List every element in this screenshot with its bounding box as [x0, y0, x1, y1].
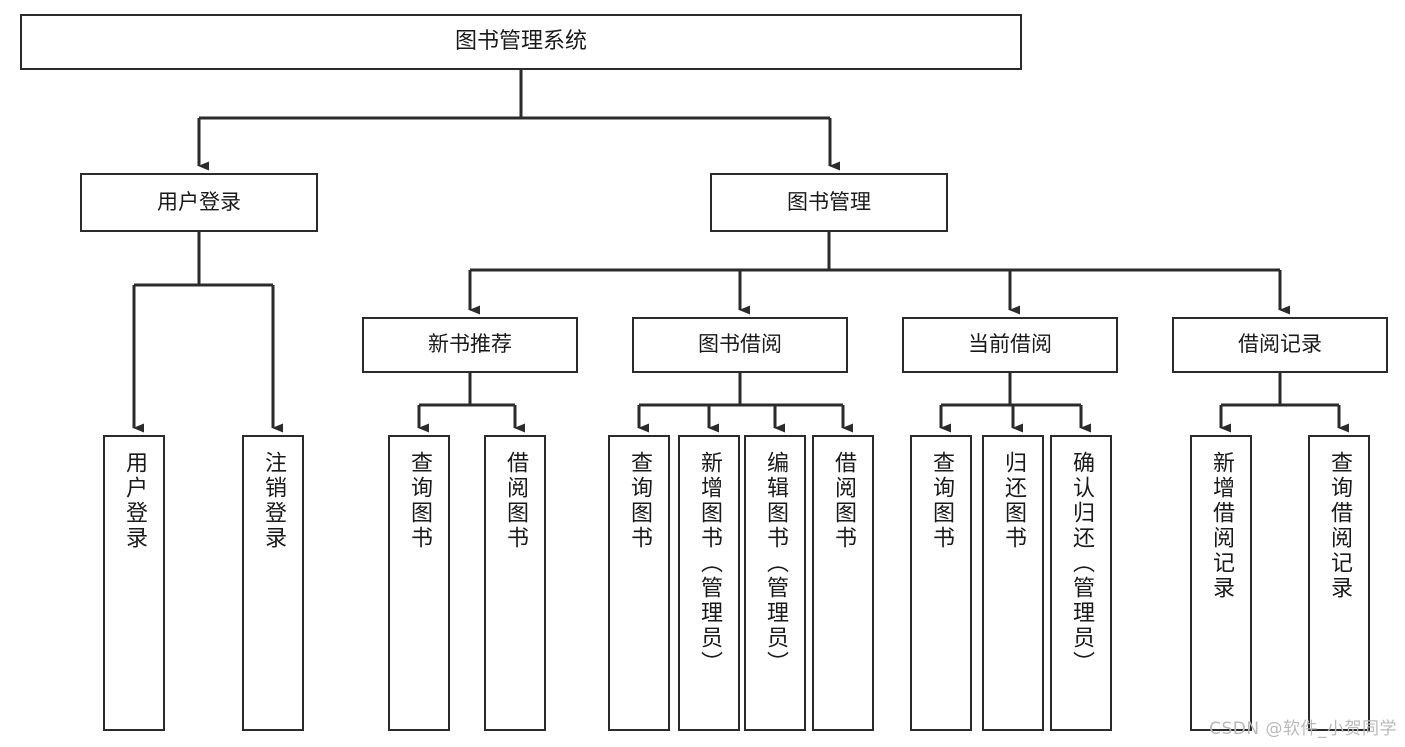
leaf-borrow-book[interactable]: 借阅图书 — [812, 435, 874, 731]
leaf-add-borrow-record[interactable]: 新增借阅记录 — [1190, 435, 1252, 731]
leaf-query-book-current[interactable]: 查询图书 — [910, 435, 972, 731]
node-label: 借阅图书 — [831, 451, 856, 551]
node-label: 新增图书（管理员） — [697, 451, 722, 676]
node-label: 借阅图书 — [503, 451, 528, 551]
node-label: 用户登录 — [122, 451, 147, 551]
leaf-query-book-borrow[interactable]: 查询图书 — [608, 435, 670, 731]
leaf-logout[interactable]: 注销登录 — [242, 435, 304, 731]
csdn-watermark: CSDN @软件_小贺同学 — [1209, 719, 1397, 739]
node-label: 查询图书 — [627, 451, 652, 551]
node-user-login[interactable]: 用户登录 — [80, 173, 318, 232]
node-label: 借阅记录 — [1238, 332, 1322, 357]
node-label: 图书管理系统 — [454, 28, 587, 54]
node-book-management[interactable]: 图书管理 — [710, 173, 948, 232]
node-label: 新书推荐 — [428, 332, 512, 357]
leaf-edit-book-admin[interactable]: 编辑图书（管理员） — [744, 435, 806, 731]
node-label: 查询图书 — [407, 451, 432, 551]
leaf-user-login[interactable]: 用户登录 — [103, 435, 165, 731]
leaf-return-book[interactable]: 归还图书 — [982, 435, 1044, 731]
node-label: 查询图书 — [929, 451, 954, 551]
node-label: 图书借阅 — [698, 332, 782, 357]
node-label: 当前借阅 — [968, 332, 1052, 357]
leaf-query-book-new[interactable]: 查询图书 — [388, 435, 450, 731]
node-current-borrow[interactable]: 当前借阅 — [902, 317, 1118, 373]
node-book-borrow[interactable]: 图书借阅 — [632, 317, 848, 373]
leaf-add-book-admin[interactable]: 新增图书（管理员） — [678, 435, 740, 731]
node-label: 归还图书 — [1001, 451, 1026, 551]
node-borrow-record[interactable]: 借阅记录 — [1172, 317, 1388, 373]
leaf-confirm-return-admin[interactable]: 确认归还（管理员） — [1050, 435, 1112, 731]
node-label: 图书管理 — [787, 189, 871, 214]
node-label: 查询借阅记录 — [1327, 451, 1352, 601]
leaf-borrow-book-new[interactable]: 借阅图书 — [484, 435, 546, 731]
node-label: 编辑图书（管理员） — [763, 451, 788, 676]
node-root-system[interactable]: 图书管理系统 — [20, 14, 1022, 70]
leaf-query-borrow-record[interactable]: 查询借阅记录 — [1308, 435, 1370, 731]
node-label: 新增借阅记录 — [1209, 451, 1234, 601]
node-new-book-recommend[interactable]: 新书推荐 — [362, 317, 578, 373]
node-label: 确认归还（管理员） — [1069, 451, 1094, 676]
node-label: 用户登录 — [157, 189, 241, 214]
node-label: 注销登录 — [261, 451, 286, 551]
